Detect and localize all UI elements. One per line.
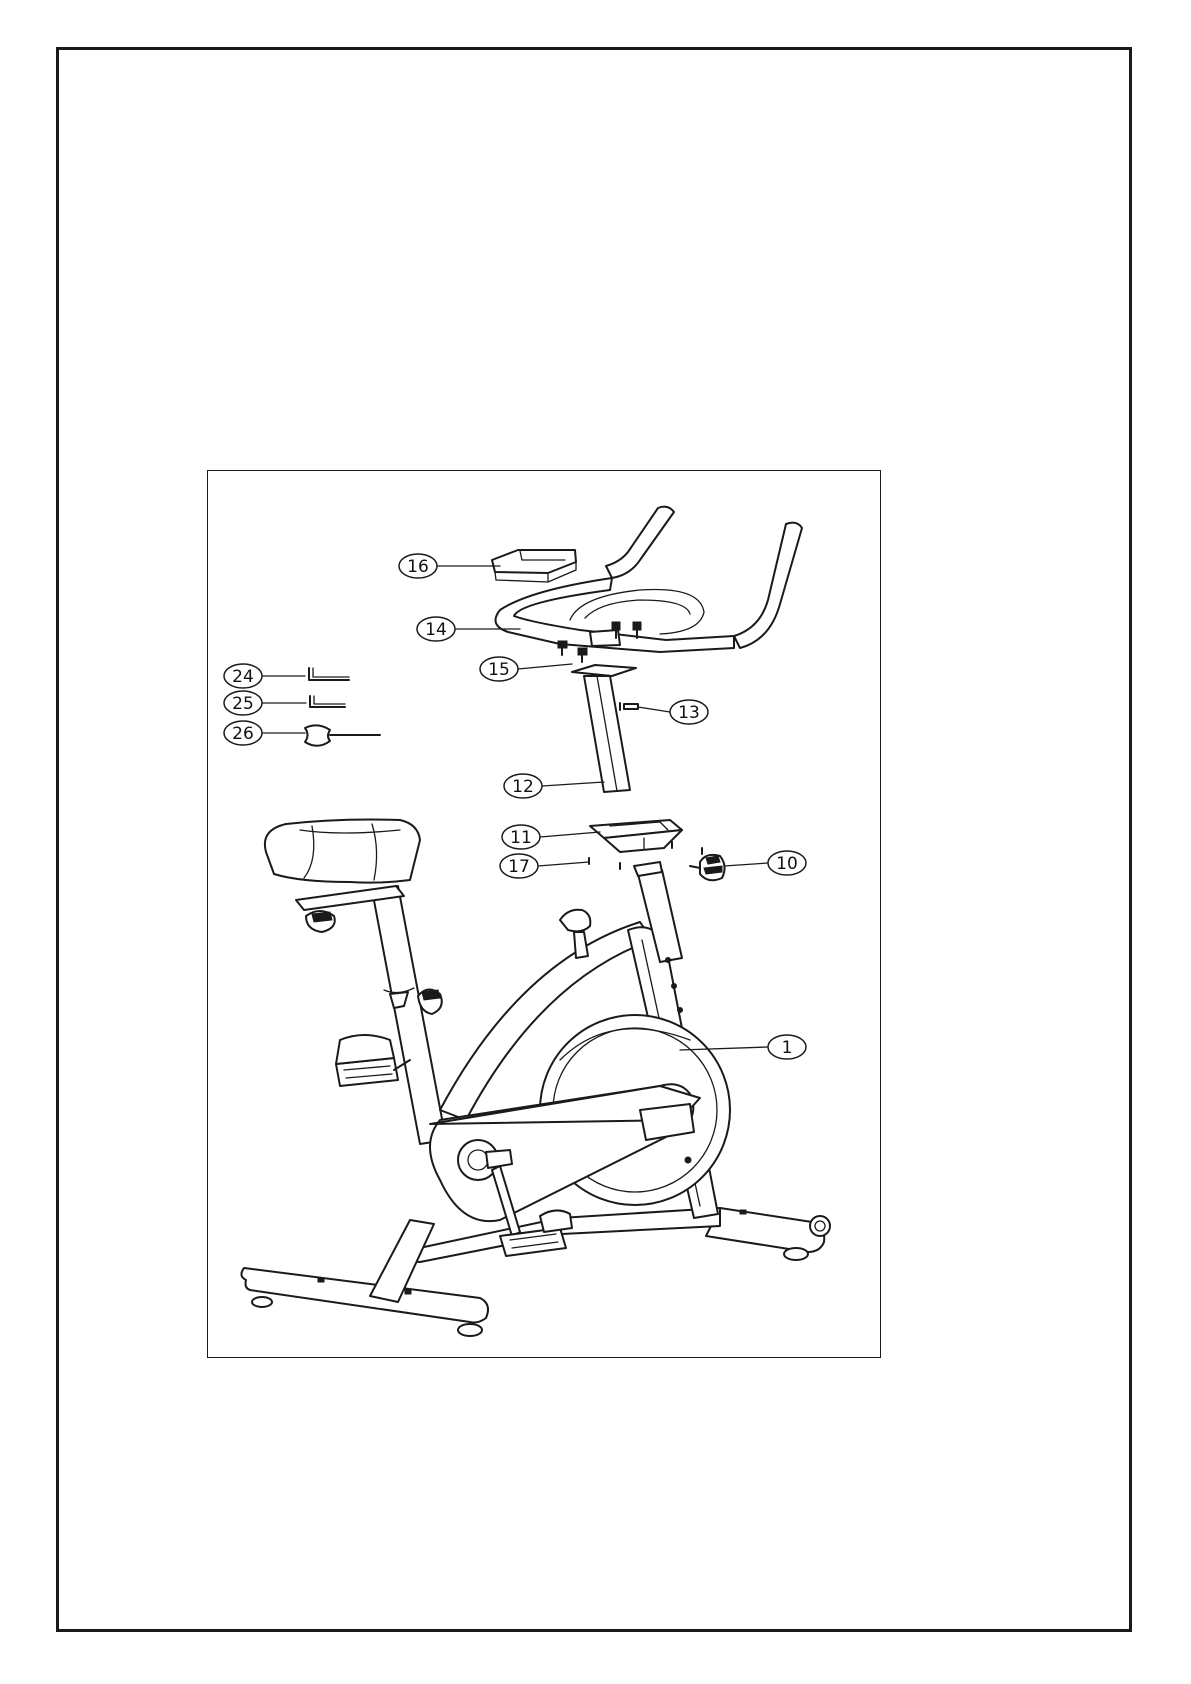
callout-12: 12	[504, 774, 542, 798]
post-cover-part	[590, 820, 682, 852]
callout-17: 17	[500, 854, 538, 878]
callout-25-label: 25	[232, 694, 254, 714]
callout-24-label: 24	[232, 667, 254, 687]
callout-13-label: 13	[678, 703, 700, 723]
callout-24: 24	[224, 664, 262, 688]
callout-1: 1	[768, 1035, 806, 1059]
callout-26-label: 26	[232, 724, 254, 744]
callout-12-label: 12	[512, 777, 534, 797]
callout-16: 16	[399, 554, 437, 578]
callout-14: 14	[417, 617, 455, 641]
handlebar-post-part	[572, 665, 636, 792]
multi-wrench-tool	[305, 725, 380, 745]
callout-16-label: 16	[407, 557, 429, 577]
tension-knob-part	[690, 855, 725, 880]
callout-10-label: 10	[776, 854, 798, 874]
callout-11: 11	[502, 825, 540, 849]
callout-15-label: 15	[488, 660, 510, 680]
callout-15: 15	[480, 657, 518, 681]
callout-10: 10	[768, 851, 806, 875]
handlebar-part	[496, 507, 803, 652]
bike-main-frame	[241, 820, 830, 1337]
callout-26: 26	[224, 721, 262, 745]
callout-25: 25	[224, 691, 262, 715]
tablet-holder-part	[492, 550, 576, 582]
callout-17-label: 17	[508, 857, 530, 877]
allen-key-small	[310, 696, 345, 707]
callout-1-label: 1	[782, 1038, 793, 1058]
callout-11-label: 11	[510, 828, 532, 848]
callout-14-label: 14	[425, 620, 447, 640]
callout-13: 13	[670, 700, 708, 724]
allen-key-large	[309, 668, 349, 680]
pop-pin	[620, 703, 638, 710]
